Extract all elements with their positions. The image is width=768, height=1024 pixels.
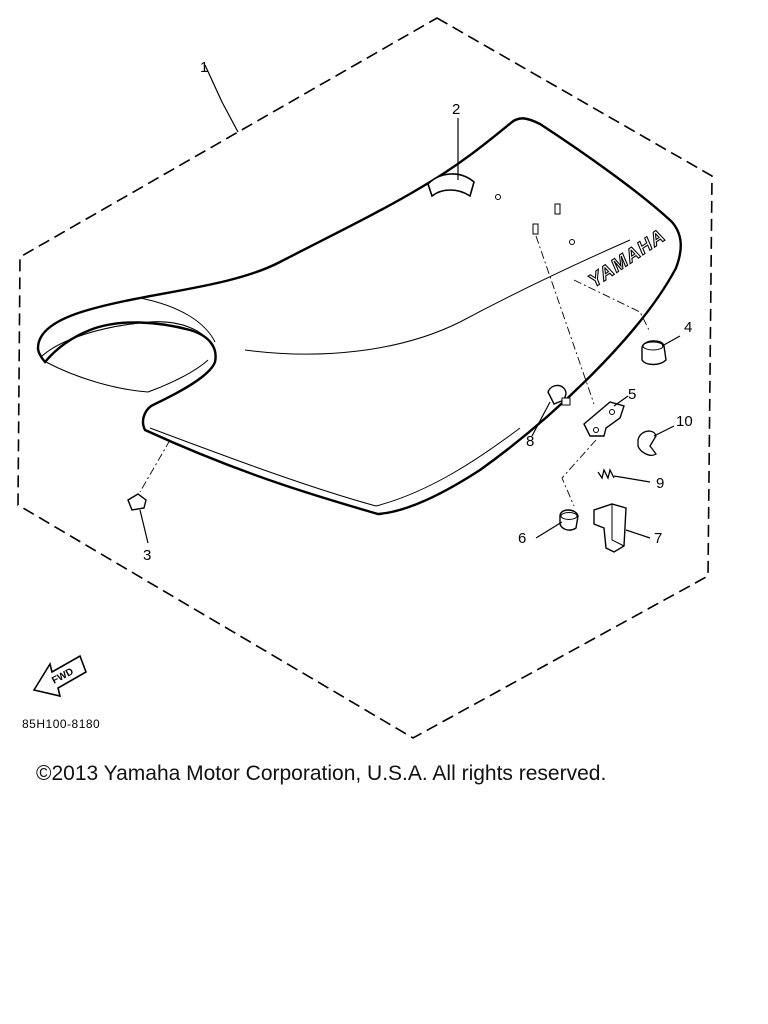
- seat-assembly-diagram: YAMAHA: [17, 17, 713, 739]
- leader-lines: [139, 64, 681, 544]
- center-line: [561, 439, 597, 507]
- part-10-clip: [637, 430, 657, 456]
- assembly-boundary: [17, 17, 713, 739]
- part-7-lock: [593, 503, 627, 553]
- callout-6: 6: [518, 530, 526, 547]
- callout-5: 5: [628, 386, 636, 403]
- part-9-spring: [597, 468, 615, 480]
- seat-stud: [532, 223, 539, 235]
- callout-4: 4: [684, 319, 692, 336]
- copyright-notice: ©2013 Yamaha Motor Corporation, U.S.A. A…: [36, 762, 607, 785]
- seat-inner-rim: [41, 321, 213, 357]
- part-4-cushion: [641, 340, 667, 366]
- seat-upper-crease: [139, 297, 216, 343]
- seat-center-seam: [244, 239, 631, 355]
- part-5-bracket: [583, 401, 625, 437]
- forward-arrow-icon: FWD: [32, 654, 87, 698]
- seat-outline: [36, 117, 682, 516]
- callout-9: 9: [656, 475, 664, 492]
- seat-hole: [569, 239, 575, 245]
- drawing-code: 85H100-8180: [22, 717, 100, 731]
- strap-slot: [427, 173, 475, 198]
- part-8-bolt: [547, 384, 571, 406]
- seat-stud: [554, 203, 561, 215]
- seat-lower-edge-line: [149, 427, 521, 507]
- callout-3: 3: [143, 547, 151, 564]
- seat: YAMAHA: [36, 117, 682, 516]
- callout-2: 2: [452, 101, 460, 118]
- callout-7: 7: [654, 530, 662, 547]
- callout-1: 1: [200, 59, 208, 76]
- seat-shade-rim: [45, 359, 209, 393]
- center-line: [535, 235, 595, 405]
- center-line: [139, 439, 171, 493]
- callout-8: 8: [526, 433, 534, 450]
- part-3-damper: [127, 493, 147, 511]
- callout-10: 10: [676, 413, 693, 430]
- part-6-collar: [559, 509, 579, 531]
- seat-hole: [495, 194, 501, 200]
